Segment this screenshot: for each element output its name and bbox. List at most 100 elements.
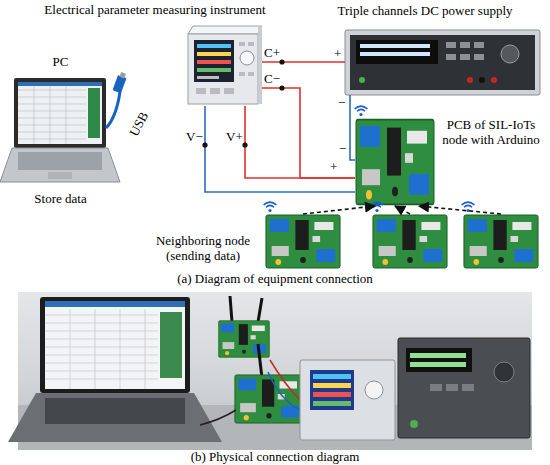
button	[446, 384, 458, 391]
photo-wire	[268, 372, 300, 410]
supply-display	[356, 40, 438, 64]
subfigure-caption: (a) Diagram of equipment connection	[0, 272, 550, 287]
terminal-dot	[242, 142, 247, 147]
button	[446, 42, 456, 48]
screen-row	[197, 44, 231, 48]
antenna	[230, 296, 232, 322]
output-terminal	[479, 77, 485, 83]
pin-label: +	[334, 47, 341, 62]
photo-window-bar	[45, 301, 185, 307]
pcb-illustration	[266, 215, 340, 268]
pcb-node: PCB of SIL-IoTs node with Arduino	[355, 118, 435, 206]
dc-power-supply: Triple channels DC power supply	[345, 30, 540, 95]
button	[196, 88, 206, 94]
button	[460, 42, 470, 48]
instrument-side	[258, 26, 262, 104]
wire	[262, 61, 345, 63]
photo-knob	[494, 362, 514, 382]
laptop-screen	[18, 82, 102, 144]
photo-keyboard	[45, 398, 185, 424]
button	[210, 88, 220, 94]
touchpad	[48, 172, 72, 179]
wire	[262, 88, 355, 178]
usb-tip	[120, 72, 126, 78]
antenna	[258, 298, 262, 322]
neighbor-node	[463, 214, 539, 269]
terminal-dot	[279, 85, 284, 90]
pin-label: V−	[186, 130, 203, 145]
wire	[350, 95, 355, 160]
button	[239, 42, 245, 46]
button	[474, 54, 484, 60]
button	[446, 54, 456, 60]
output-terminal	[491, 77, 497, 83]
photo-wire	[270, 360, 300, 400]
data-link-arrow	[395, 206, 410, 214]
neighbor-node	[372, 214, 448, 269]
button	[430, 384, 442, 391]
button	[460, 54, 470, 60]
pin-label: +	[330, 160, 337, 175]
subfigure-caption: (b) Physical connection diagram	[0, 450, 550, 465]
photo-data-panel	[160, 312, 182, 378]
photo-pcb	[235, 375, 303, 423]
terminals	[202, 59, 284, 147]
button	[248, 72, 254, 76]
photo-power-button	[410, 420, 418, 428]
nav-wheel	[240, 51, 254, 65]
photo-supply	[398, 338, 530, 438]
screen-row	[313, 401, 351, 406]
cable-label: USB	[127, 110, 152, 139]
screen-row	[197, 60, 231, 64]
laptop-base	[0, 148, 120, 182]
screen-row	[313, 383, 351, 388]
usb-cable	[106, 92, 120, 128]
display-row	[410, 353, 466, 358]
pcb-illustration	[464, 215, 538, 268]
antenna	[258, 344, 262, 378]
photo-instrument-screen	[310, 370, 354, 410]
knob	[501, 45, 519, 63]
photo-cable	[200, 410, 236, 425]
power-button	[359, 77, 365, 83]
node-heading: PCB of SIL-IoTs node with Arduino	[435, 118, 547, 148]
instrument-screen	[194, 40, 234, 82]
button	[224, 88, 234, 94]
display-row	[410, 362, 466, 367]
pin-label: V+	[226, 130, 243, 145]
photo-nav-wheel	[365, 381, 383, 399]
wire	[205, 106, 355, 192]
photo-laptop-screen	[45, 301, 185, 389]
pin-label: C−	[264, 72, 280, 87]
spreadsheet-grid	[18, 86, 86, 144]
pc-laptop: PCStore data	[8, 78, 113, 188]
display-row	[360, 52, 430, 56]
photo-spreadsheet-grid	[45, 309, 158, 389]
node-heading: PC	[8, 55, 113, 70]
button	[474, 42, 484, 48]
photo-laptop-bezel	[40, 297, 190, 393]
button	[248, 42, 254, 46]
photo-instrument	[300, 360, 395, 440]
node-heading: Neighboring node (sending data)	[144, 234, 262, 264]
photo-pcb	[219, 321, 270, 358]
screen-row	[313, 392, 351, 397]
laptop-bezel	[14, 78, 106, 148]
screen-row	[197, 52, 231, 56]
keyboard	[18, 152, 102, 170]
wifi-icon	[264, 202, 277, 212]
supply-body	[345, 30, 540, 95]
measuring-instrument: Electrical parameter measuring instrumen…	[185, 26, 262, 106]
screen-row	[197, 76, 219, 79]
wifi-icon	[462, 202, 475, 212]
data-link-arrow	[419, 206, 501, 214]
data-panel	[88, 88, 100, 138]
screen-row	[313, 374, 351, 379]
node-heading: Electrical parameter measuring instrumen…	[20, 3, 290, 18]
screen-row	[197, 68, 231, 72]
photo-supply-display	[406, 348, 472, 372]
button	[462, 384, 474, 391]
terminal-dot	[279, 59, 284, 64]
